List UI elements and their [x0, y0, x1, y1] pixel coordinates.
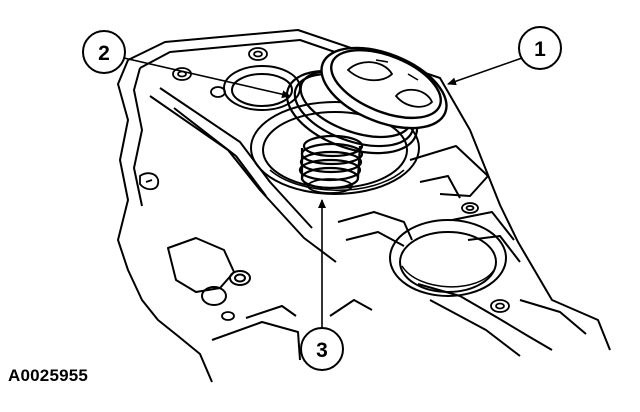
callout-2: 2	[82, 30, 126, 74]
thermostat-spring	[298, 134, 364, 194]
callout-3-number: 3	[316, 339, 328, 362]
callout-3: 3	[300, 327, 344, 371]
cylinder-bore	[389, 219, 507, 297]
figure-id-label: A0025955	[8, 366, 89, 385]
upper-port	[223, 65, 301, 111]
bolt-bosses	[139, 47, 510, 321]
callout-1: 1	[518, 26, 562, 70]
thermostat-housing-cover	[320, 46, 448, 130]
leader-lines	[123, 57, 523, 328]
callout-1-number: 1	[534, 38, 546, 61]
callout-2-number: 2	[98, 42, 110, 65]
leader-line-2	[123, 57, 291, 99]
leader-line-1	[447, 57, 523, 86]
